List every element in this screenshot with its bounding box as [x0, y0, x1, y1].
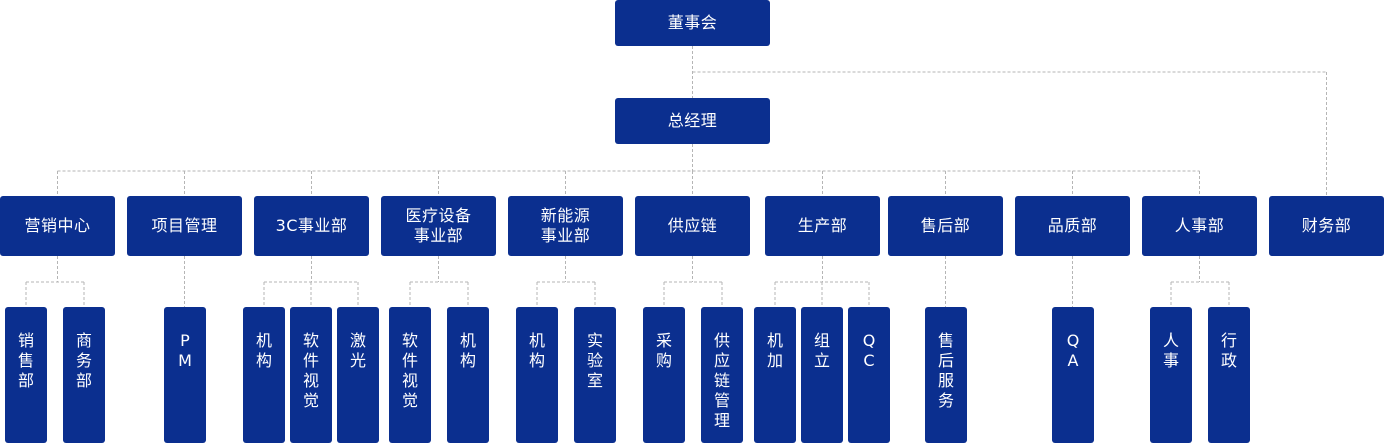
sub-unit-box: 软件视觉 [389, 307, 431, 443]
dept-label-line: 项目管理 [151, 216, 218, 235]
dept-label: 人事部 [1175, 216, 1225, 236]
dept-box-hr: 人事部 [1142, 196, 1257, 256]
dept-box-aftersales: 售后部 [888, 196, 1003, 256]
general-manager-box: 总经理 [615, 98, 770, 144]
dept-label-line: 供应链 [667, 216, 718, 235]
sub-unit-box: 采购 [643, 307, 685, 443]
sub-unit-box: PM [164, 307, 206, 443]
dept-label-line: 医疗设备 [405, 206, 472, 225]
dept-box-production: 生产部 [765, 196, 880, 256]
sub-unit-label: 软件视觉 [302, 331, 319, 410]
sub-unit-box: 供应链管理 [701, 307, 743, 443]
dept-label-line: 售后部 [920, 216, 971, 235]
board-of-directors-box: 董事会 [615, 0, 770, 46]
sub-unit-label: QC [862, 331, 876, 370]
dept-label-line: 事业部 [540, 226, 591, 245]
dept-label: 新能源事业部 [541, 206, 591, 246]
general-manager-label: 总经理 [667, 111, 718, 130]
sub-unit-box: 实验室 [574, 307, 616, 443]
dept-label: 医疗设备事业部 [405, 206, 471, 246]
sub-unit-box: 机构 [243, 307, 285, 443]
dept-label: 营销中心 [24, 216, 90, 236]
sub-unit-label: 销售部 [17, 331, 34, 390]
sub-unit-label: 组立 [813, 331, 830, 370]
sub-unit-label: 行政 [1220, 331, 1237, 370]
dept-box-supply: 供应链 [635, 196, 750, 256]
sub-unit-box: 售后服务 [925, 307, 967, 443]
sub-unit-label: 激光 [349, 331, 366, 370]
dept-box-newenergy: 新能源事业部 [508, 196, 623, 256]
sub-unit-label: 实验室 [586, 331, 603, 390]
sub-unit-label: PM [178, 331, 192, 370]
dept-label-line: 品质部 [1047, 216, 1098, 235]
sub-unit-label: 商务部 [75, 331, 92, 390]
dept-label: 生产部 [798, 216, 848, 236]
sub-unit-label: 软件视觉 [401, 331, 418, 410]
sub-unit-label: 售后服务 [937, 331, 954, 410]
dept-label-line: 人事部 [1174, 216, 1225, 235]
dept-label-line: 财务部 [1301, 216, 1352, 235]
sub-unit-box: 软件视觉 [290, 307, 332, 443]
sub-unit-label: 机构 [459, 331, 476, 370]
sub-unit-box: 机构 [516, 307, 558, 443]
sub-unit-label: 机构 [528, 331, 545, 370]
sub-unit-label: 供应链管理 [713, 331, 730, 430]
dept-box-finance: 财务部 [1269, 196, 1384, 256]
sub-unit-box: 销售部 [5, 307, 47, 443]
sub-unit-box: 商务部 [63, 307, 105, 443]
sub-unit-box: 机加 [754, 307, 796, 443]
dept-box-marketing: 营销中心 [0, 196, 115, 256]
sub-unit-label: 人事 [1162, 331, 1179, 370]
dept-label: 供应链 [668, 216, 718, 236]
dept-label-line: 新能源 [540, 206, 591, 225]
sub-unit-label: QA [1066, 331, 1080, 370]
sub-unit-box: QC [848, 307, 890, 443]
dept-label-line: 生产部 [797, 216, 848, 235]
dept-label-line: 事业部 [413, 226, 464, 245]
sub-unit-box: QA [1052, 307, 1094, 443]
dept-box-project: 项目管理 [127, 196, 242, 256]
dept-label: 项目管理 [151, 216, 217, 236]
sub-unit-box: 人事 [1150, 307, 1192, 443]
sub-unit-label: 采购 [655, 331, 672, 370]
dept-label: 品质部 [1048, 216, 1098, 236]
sub-unit-box: 激光 [337, 307, 379, 443]
dept-box-quality: 品质部 [1015, 196, 1130, 256]
dept-label: 财务部 [1302, 216, 1352, 236]
sub-unit-label: 机构 [255, 331, 272, 370]
dept-label-line: 3C事业部 [275, 216, 348, 235]
sub-unit-box: 组立 [801, 307, 843, 443]
dept-box-medical: 医疗设备事业部 [381, 196, 496, 256]
sub-unit-label: 机加 [766, 331, 783, 370]
board-of-directors-label: 董事会 [667, 13, 718, 32]
dept-label: 3C事业部 [276, 216, 348, 236]
sub-unit-box: 行政 [1208, 307, 1250, 443]
dept-label: 售后部 [921, 216, 971, 236]
dept-label-line: 营销中心 [24, 216, 91, 235]
dept-box-3c: 3C事业部 [254, 196, 369, 256]
sub-unit-box: 机构 [447, 307, 489, 443]
